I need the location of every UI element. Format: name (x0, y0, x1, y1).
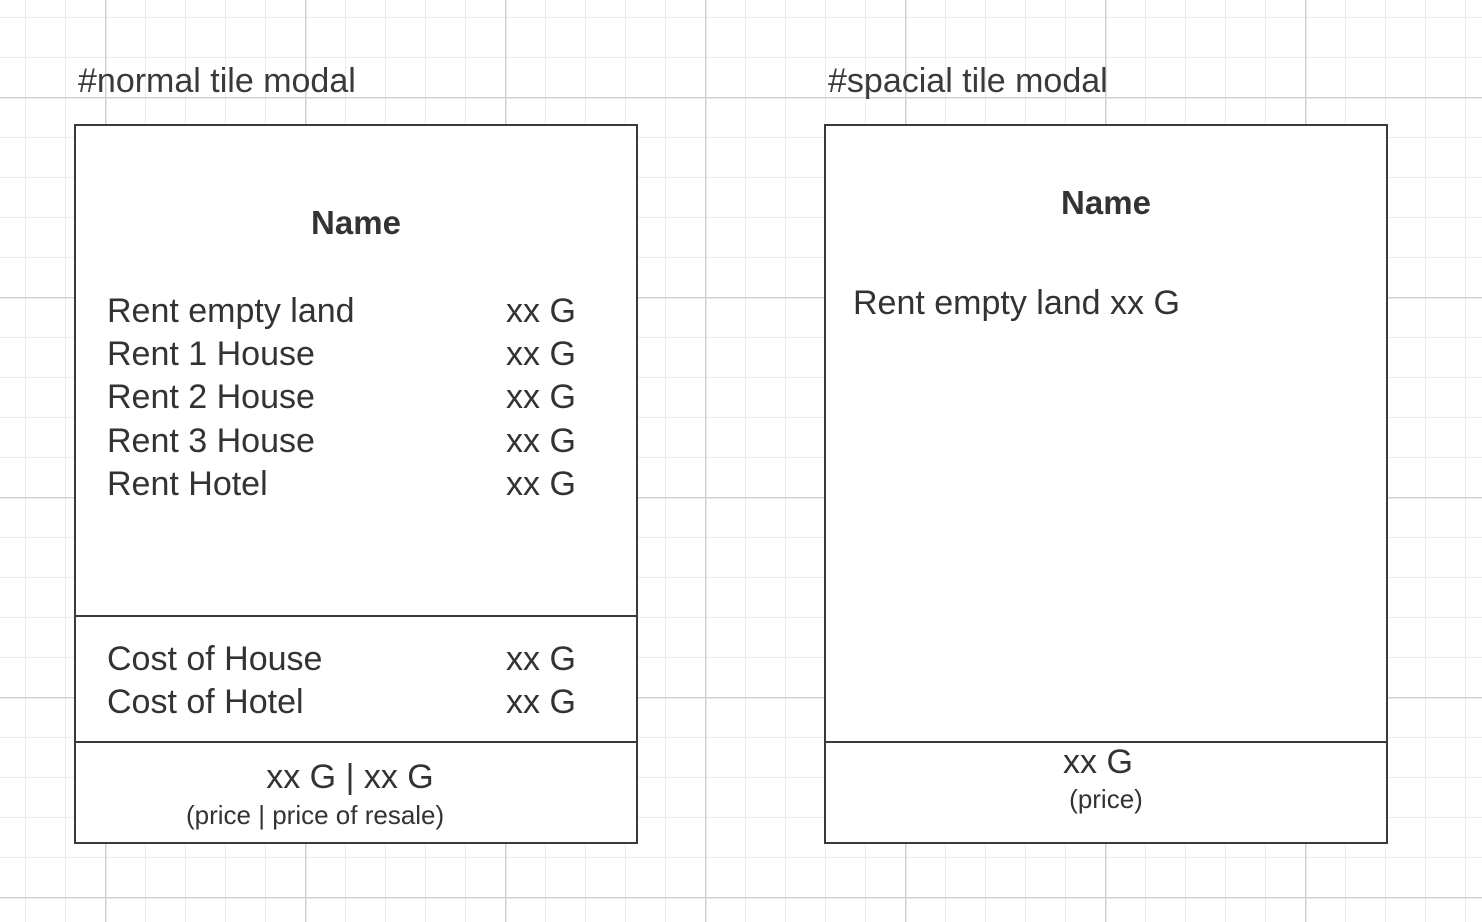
rent-row-1-house: Rent 1 House xx G (76, 333, 636, 376)
special-tile-modal: Name Rent empty land xx G xx G (price) (824, 124, 1388, 844)
rent-row-value: xx G (506, 292, 576, 330)
rent-row-label: Rent 2 House (107, 378, 315, 416)
cost-row-house: Cost of House xx G (76, 638, 636, 681)
rent-row-label: Rent Hotel (107, 465, 268, 503)
rent-row-label: Rent 1 House (107, 335, 315, 373)
rent-row-value: xx G (506, 422, 576, 460)
rent-row-3-house: Rent 3 House xx G (76, 420, 636, 463)
rent-row-label: Rent 3 House (107, 422, 315, 460)
special-modal-frame-label: #spacial tile modal (828, 62, 1108, 100)
normal-modal-price-note: (price | price of resale) (186, 800, 445, 830)
special-modal-name-title: Name (1061, 184, 1151, 221)
cost-row-value: xx G (506, 683, 576, 721)
special-modal-price-note: (price) (1069, 784, 1143, 814)
rent-row-empty-land: Rent empty land xx G (76, 290, 636, 333)
rent-row-hotel: Rent Hotel xx G (76, 463, 636, 506)
cost-row-value: xx G (506, 640, 576, 678)
rent-row-value: xx G (506, 465, 576, 503)
special-modal-rent-line: Rent empty land xx G (853, 284, 1180, 322)
normal-tile-modal: Name Rent empty land xx G Rent 1 House x… (74, 124, 638, 844)
rent-cost-divider (76, 615, 636, 617)
normal-modal-name-title: Name (311, 204, 401, 241)
special-price-divider (826, 741, 1386, 743)
rent-row-label: Rent empty land (107, 292, 355, 330)
cost-price-divider (76, 741, 636, 743)
special-modal-price: xx G (1063, 743, 1133, 781)
cost-row-hotel: Cost of Hotel xx G (76, 681, 636, 724)
normal-modal-frame-label: #normal tile modal (78, 62, 356, 100)
cost-row-label: Cost of House (107, 640, 323, 678)
normal-modal-price: xx G | xx G (266, 758, 434, 796)
cost-row-label: Cost of Hotel (107, 683, 304, 721)
rent-row-2-house: Rent 2 House xx G (76, 376, 636, 419)
rent-row-value: xx G (506, 378, 576, 416)
rent-row-value: xx G (506, 335, 576, 373)
